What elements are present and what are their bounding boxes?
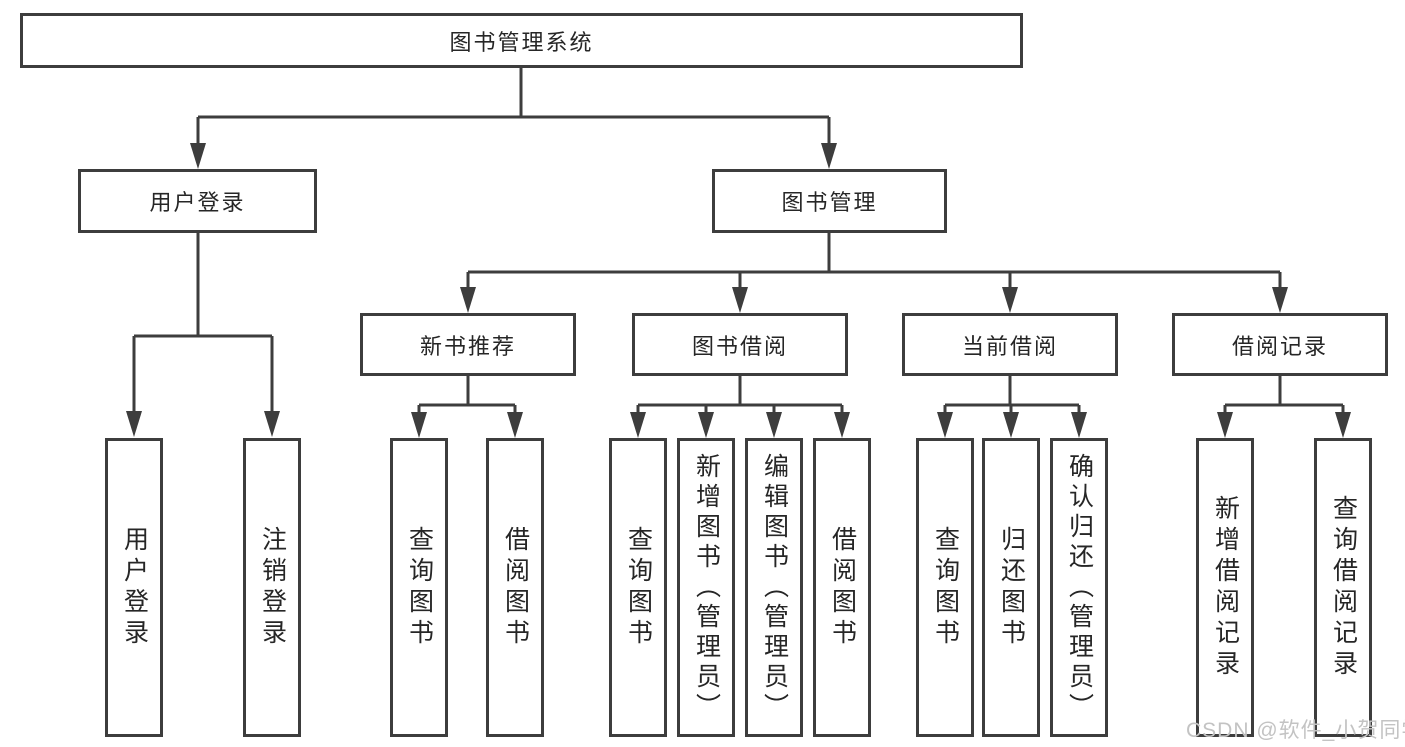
node-borrowing-records: 借阅记录 — [1172, 313, 1388, 376]
leaf-borrow-books-recommend: 借阅图书 — [486, 438, 544, 737]
leaf-label: 查询图书 — [624, 525, 653, 650]
node-book-borrowing: 图书借阅 — [632, 313, 848, 376]
node-current-borrowing: 当前借阅 — [902, 313, 1118, 376]
leaf-label: 编辑图书（管理员） — [760, 452, 789, 723]
node-label: 用户登录 — [149, 190, 246, 215]
leaf-label: 查询图书 — [405, 525, 434, 650]
leaf-add-book-admin: 新增图书（管理员） — [677, 438, 735, 737]
node-new-book-recommendation: 新书推荐 — [360, 313, 576, 376]
node-label: 图书管理系统 — [449, 29, 594, 55]
node-label: 当前借阅 — [961, 333, 1058, 359]
node-label: 借阅记录 — [1231, 333, 1328, 359]
leaf-borrow-books-borrowing: 借阅图书 — [813, 438, 871, 737]
node-label: 图书借阅 — [691, 333, 788, 359]
node-book-management: 图书管理 — [712, 169, 947, 233]
node-user-login: 用户登录 — [78, 169, 317, 233]
leaf-label: 确认归还（管理员） — [1065, 452, 1094, 723]
leaf-edit-book-admin: 编辑图书（管理员） — [745, 438, 803, 737]
leaf-label: 用户登录 — [120, 525, 149, 650]
leaf-confirm-return-admin: 确认归还（管理员） — [1050, 438, 1108, 737]
leaf-query-books-recommend: 查询图书 — [390, 438, 448, 737]
node-label: 新书推荐 — [419, 333, 516, 359]
node-label: 图书管理 — [781, 190, 878, 215]
leaf-label: 注销登录 — [258, 525, 287, 650]
leaf-user-login: 用户登录 — [105, 438, 163, 737]
leaf-query-books-borrowing: 查询图书 — [609, 438, 667, 737]
leaf-label: 借阅图书 — [501, 525, 530, 650]
node-library-management-system: 图书管理系统 — [20, 13, 1023, 68]
leaf-label: 借阅图书 — [828, 525, 857, 650]
leaf-return-books: 归还图书 — [982, 438, 1040, 737]
leaf-label: 查询图书 — [931, 525, 960, 650]
leaf-query-borrow-record: 查询借阅记录 — [1314, 438, 1372, 737]
leaf-label: 归还图书 — [997, 525, 1026, 650]
leaf-label: 查询借阅记录 — [1329, 494, 1358, 681]
leaf-add-borrow-record: 新增借阅记录 — [1196, 438, 1254, 737]
leaf-query-books-current: 查询图书 — [916, 438, 974, 737]
leaf-label: 新增图书（管理员） — [692, 452, 721, 723]
leaf-logout: 注销登录 — [243, 438, 301, 737]
leaf-label: 新增借阅记录 — [1211, 494, 1240, 681]
csdn-watermark: CSDN @软件_小贺同学 — [1186, 719, 1405, 742]
